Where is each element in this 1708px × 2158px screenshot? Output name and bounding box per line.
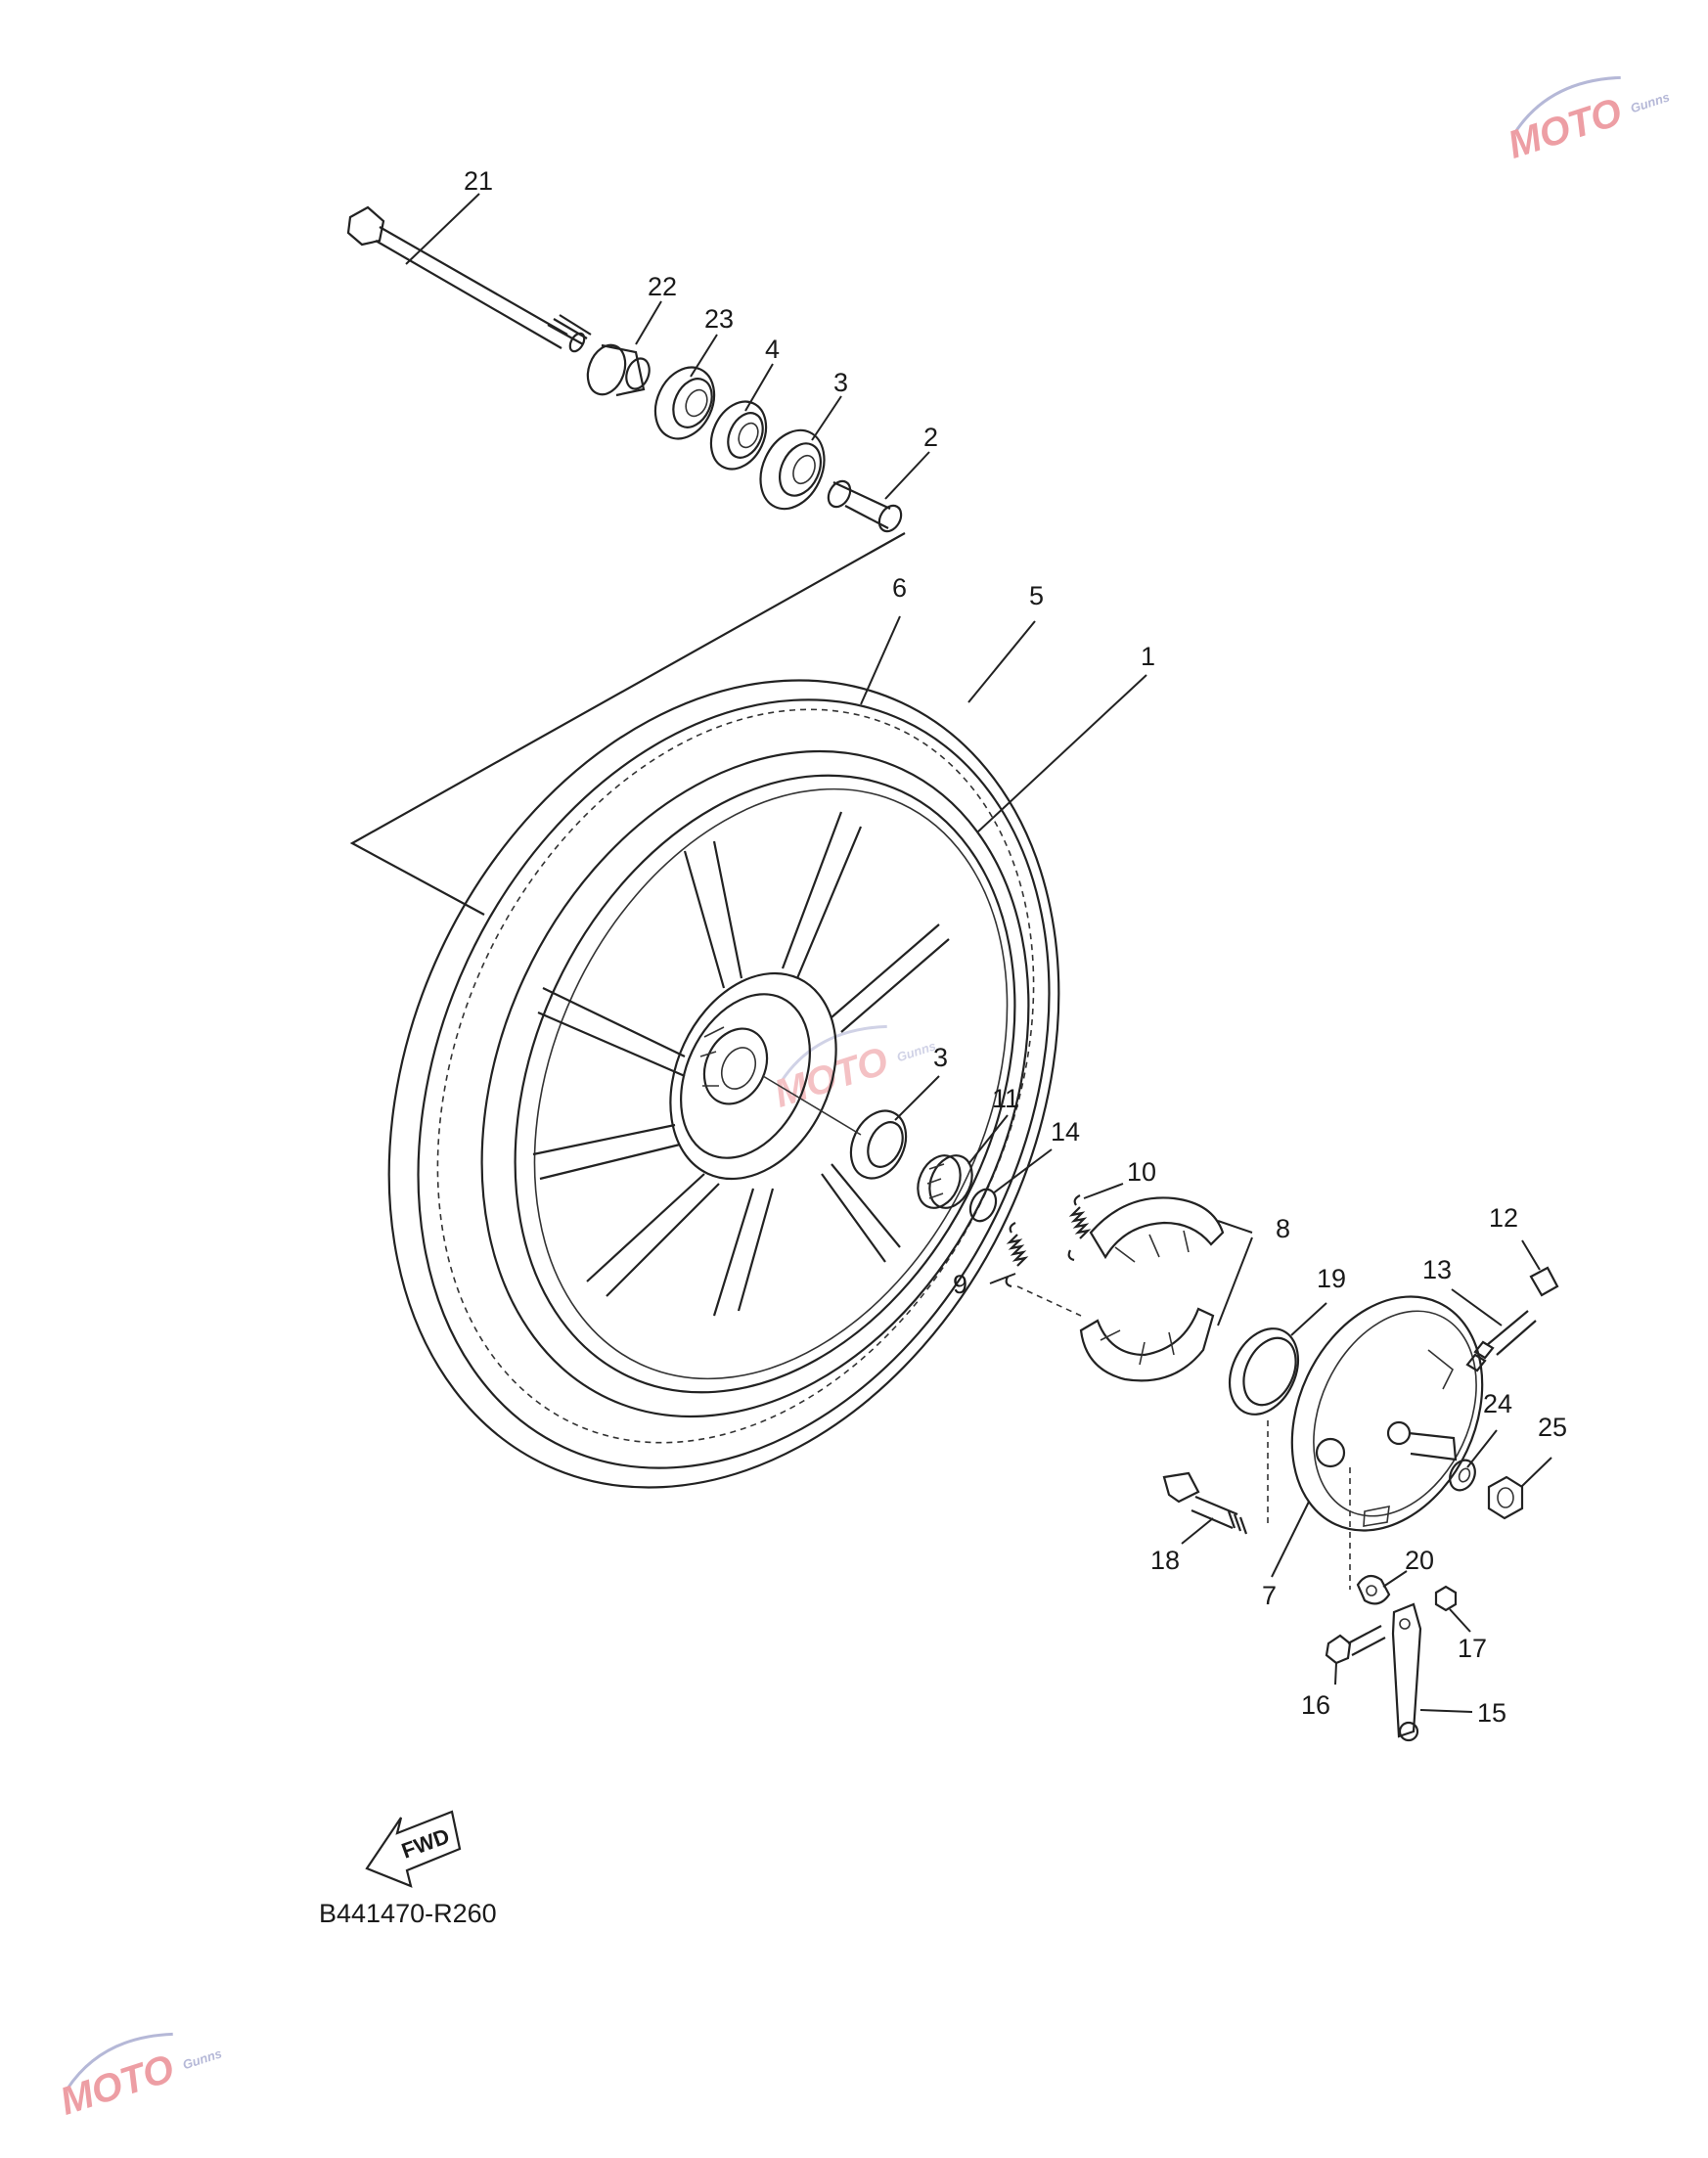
spring-10-part bbox=[1067, 1194, 1092, 1262]
callout-7: 7 bbox=[1262, 1581, 1277, 1610]
bushing-part bbox=[1529, 1266, 1559, 1297]
reference-code: B441470-R260 bbox=[319, 1899, 497, 1928]
callout-20: 20 bbox=[1405, 1546, 1434, 1575]
callout-6: 6 bbox=[892, 573, 907, 603]
axle-nut-part bbox=[1487, 1475, 1524, 1520]
nut-17-part bbox=[1434, 1585, 1458, 1612]
callout-3-lower: 3 bbox=[933, 1043, 948, 1072]
meter-clutch-part bbox=[917, 1154, 973, 1209]
leader-lines bbox=[405, 193, 1552, 1713]
bearing-3-lower-part bbox=[762, 1075, 908, 1180]
forward-arrow-icon: FWD bbox=[365, 1810, 462, 1888]
callout-13: 13 bbox=[1422, 1255, 1452, 1284]
watermark-logo-top: MOTO Gunns bbox=[1503, 75, 1672, 167]
callout-15: 15 bbox=[1477, 1698, 1506, 1728]
callout-22: 22 bbox=[648, 272, 677, 301]
watermark-subtext: Gunns bbox=[895, 1038, 938, 1064]
brake-shoe-lower-part bbox=[1016, 1285, 1215, 1382]
callout-5: 5 bbox=[1029, 581, 1044, 610]
bolt-16-part bbox=[1325, 1625, 1386, 1665]
callout-21: 21 bbox=[464, 166, 493, 196]
indicator-plate-part bbox=[1356, 1574, 1391, 1605]
axle-part bbox=[346, 205, 592, 353]
callout-18: 18 bbox=[1150, 1546, 1180, 1575]
callout-16: 16 bbox=[1301, 1690, 1330, 1720]
bearing-3-upper-part bbox=[759, 428, 826, 511]
callout-17: 17 bbox=[1458, 1634, 1487, 1663]
watermark-text: MOTO bbox=[769, 1039, 893, 1116]
collar-part bbox=[586, 343, 651, 397]
wheel-rim-part bbox=[480, 749, 1030, 1418]
callout-3-upper: 3 bbox=[833, 368, 848, 397]
oil-seal-19-part bbox=[1228, 1327, 1300, 1416]
watermark-subtext: Gunns bbox=[181, 2046, 224, 2072]
callout-23: 23 bbox=[704, 304, 734, 334]
callout-25: 25 bbox=[1538, 1413, 1567, 1442]
spacer-part bbox=[827, 479, 903, 533]
camshaft-lever-part bbox=[1391, 1602, 1422, 1742]
assembly-guide-lines bbox=[349, 532, 906, 916]
callout-14: 14 bbox=[1051, 1117, 1080, 1146]
watermark-logo-bottom: MOTO Gunns bbox=[55, 2032, 224, 2124]
callout-1: 1 bbox=[1141, 642, 1155, 671]
callout-4: 4 bbox=[765, 335, 780, 364]
callout-8: 8 bbox=[1276, 1214, 1290, 1243]
brake-shoe-plate-part bbox=[1267, 1295, 1484, 1590]
callout-12: 12 bbox=[1489, 1203, 1518, 1233]
washer-part bbox=[1449, 1459, 1476, 1492]
watermark-text: MOTO bbox=[55, 2046, 179, 2124]
callout-19: 19 bbox=[1317, 1264, 1346, 1293]
meter-gear-part bbox=[1465, 1310, 1537, 1372]
callout-10: 10 bbox=[1127, 1157, 1156, 1187]
callout-2: 2 bbox=[923, 423, 938, 452]
callout-11: 11 bbox=[992, 1084, 1019, 1113]
circlip-part bbox=[968, 1188, 998, 1223]
callout-24: 24 bbox=[1483, 1389, 1512, 1418]
watermark-subtext: Gunns bbox=[1629, 89, 1672, 115]
callout-labels: 21 22 23 4 3 2 6 5 1 3 11 14 10 8 9 12 1… bbox=[464, 166, 1567, 1728]
bearing-4-part bbox=[709, 400, 768, 471]
watermark-text: MOTO bbox=[1503, 90, 1627, 167]
brake-shoe-upper-part bbox=[1089, 1196, 1225, 1263]
callout-9: 9 bbox=[953, 1270, 967, 1299]
oil-seal-part bbox=[653, 366, 716, 440]
